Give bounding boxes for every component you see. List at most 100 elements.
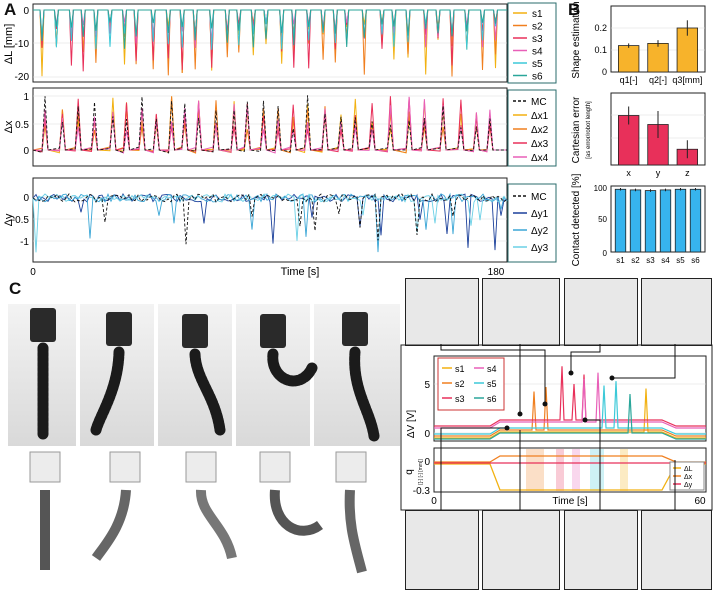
row1-ytick-2: -20 [15, 72, 30, 83]
dv-ytick-0: 5 [424, 380, 430, 391]
row3-ylabel: Δy [3, 213, 15, 226]
row2-ytick-2: 0 [23, 146, 29, 157]
dv-trace-s2 [434, 387, 706, 437]
row1-trace-s6 [33, 9, 507, 49]
row3-trace-y3 [32, 193, 508, 253]
b1-xtick-2: q3[mm] [672, 75, 702, 85]
row1-legend-label-s2: s2 [532, 22, 543, 33]
q-ytick-1: -0.3 [413, 486, 431, 497]
dv-legend-label-s6: s6 [487, 394, 497, 404]
b3-frame [610, 185, 706, 253]
row3-ytick-0: 0 [23, 193, 29, 204]
panel-label-c: C [9, 279, 22, 298]
dv-trace-s3 [434, 366, 706, 427]
dv-trace-s4 [434, 372, 706, 429]
robot-drawings [29, 308, 380, 574]
row1-ytick-0: 0 [23, 6, 29, 17]
row2-frame [32, 87, 508, 167]
q-frame [433, 447, 707, 493]
photo-d-bottom-3 [564, 510, 638, 590]
b2-ylabel: Cartesian error [571, 96, 582, 163]
row2-traces [32, 95, 507, 154]
row3-frame [32, 177, 508, 263]
row2-legend-label-mc: MC [531, 97, 547, 108]
panel-c [0, 300, 405, 591]
row3-legend-box [507, 183, 557, 263]
b3-ytick-2: 100 [594, 184, 608, 193]
b3-ylabel: Contact detected [%] [571, 173, 582, 266]
row1-traces [33, 9, 507, 77]
dv-legend-label-s3: s3 [455, 394, 465, 404]
b3-xtick-5: s6 [691, 256, 700, 265]
b3-xtick-2: s3 [646, 256, 655, 265]
row3-legend-label-mc: MC [531, 192, 547, 203]
row1-legend-label-s4: s4 [532, 47, 543, 58]
panel-a-timeseries: 0 -10 -20 1 0.5 0 0 -0.5 -1 0 180 Time [… [3, 2, 557, 278]
photo-d-bottom-4 [641, 510, 712, 590]
row2-legend-label-x4: Δx4 [531, 153, 549, 164]
q-legend-label-1: Δx [684, 474, 693, 481]
dv-trace-s5 [434, 381, 706, 435]
q-ylabel-unit: [[-] [-] [mm]] [418, 459, 424, 485]
row2-legend-box [507, 89, 557, 167]
b1-ytick-1: 0.1 [594, 45, 607, 55]
q-ylabel: q [404, 469, 415, 475]
q-shade-0 [526, 449, 544, 491]
panel-b-bars: q1[-]q2[-]q3[mm] 0 0.1 0.2 Shape estimat… [571, 1, 706, 266]
row1-legend-label-s6: s6 [532, 72, 543, 83]
photo-d-bottom-1 [405, 510, 479, 590]
dv-trace-s6 [434, 393, 706, 440]
b2-xtick-0: x [626, 168, 631, 178]
row2-ytick-1: 0.5 [15, 120, 29, 131]
b1-ytick-2: 0.2 [594, 23, 607, 33]
row3-legend-label-y2: Δy2 [531, 226, 549, 237]
b3-ytick-1: 50 [598, 215, 607, 224]
row3-legend-label-y1: Δy1 [531, 209, 549, 220]
dv-ytick-1: 0 [424, 429, 430, 440]
dv-ylabel: ΔV [V] [406, 410, 417, 439]
row1-legend-label-s1: s1 [532, 9, 543, 20]
b2-ylabel-sub: [as error/robot length] [586, 101, 592, 159]
photo-d-top-1 [405, 278, 479, 346]
a-xtick-1: 180 [488, 267, 505, 278]
row3-traces [32, 192, 508, 253]
d-xtick-0: 0 [431, 496, 437, 507]
row3-legend-label-y3: Δy3 [531, 243, 549, 254]
row1-legend-box [507, 2, 557, 84]
dv-legend-label-s5: s5 [487, 379, 497, 389]
dv-trace-s1 [434, 388, 706, 439]
q-shade-2 [572, 449, 580, 491]
photo-d-top-4 [641, 278, 712, 346]
row3-trace-mc [32, 192, 508, 245]
row2-trace-mc [32, 95, 507, 154]
b2-xtick-1: y [656, 168, 661, 178]
row3-trace-y2 [32, 192, 508, 253]
dv-legend-label-s4: s4 [487, 364, 497, 374]
photo-d-top-3 [564, 278, 638, 346]
b3-xtick-1: s2 [631, 256, 640, 265]
panel-label-b: B [568, 0, 581, 19]
row2-legend-label-x2: Δx2 [531, 125, 549, 136]
q-shade-1 [556, 449, 564, 491]
row3-ytick-2: -1 [20, 237, 29, 248]
q-legend-label-0: ΔL [684, 466, 693, 473]
row1-legend-label-s3: s3 [532, 34, 543, 45]
dv-legend-box [437, 357, 505, 411]
d-xlabel: Time [s] [552, 496, 587, 507]
row2-ytick-0: 1 [23, 92, 29, 103]
b1-ytick-0: 0 [602, 67, 607, 77]
row1-ytick-1: -10 [15, 39, 30, 50]
a-xlabel: Time [s] [281, 266, 320, 278]
a-xtick-0: 0 [30, 267, 36, 278]
q-shade-4 [620, 449, 628, 491]
row3-ytick-1: -0.5 [12, 215, 30, 226]
d-xtick-1: 60 [694, 496, 706, 507]
